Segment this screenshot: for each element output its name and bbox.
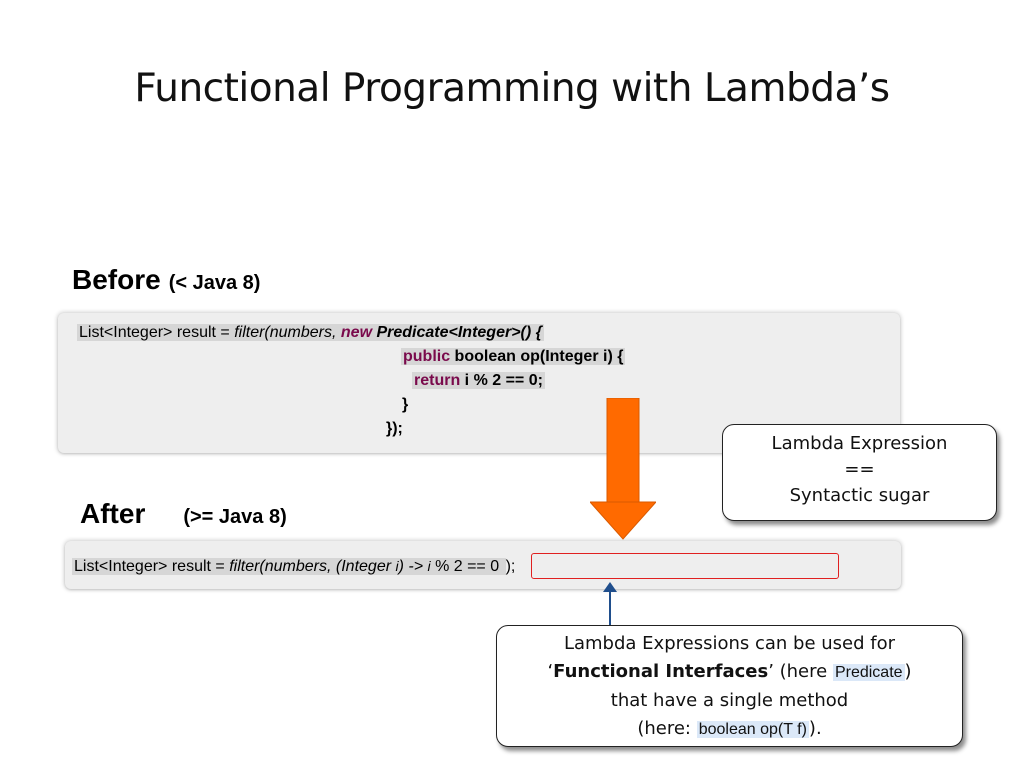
lambda-highlight-box (531, 553, 839, 579)
callout-top-line-1: Lambda Expression (771, 433, 948, 454)
after-code-d: ) -> (398, 558, 428, 575)
callout-bottom-l2e: ) (904, 661, 912, 682)
callout-bottom-line-4: (here: boolean op(T f)). (497, 715, 962, 744)
up-arrow-icon (603, 582, 617, 630)
after-code-f: % 2 == 0 (430, 558, 504, 575)
slide-title: Functional Programming with Lambda’s (134, 66, 890, 111)
callout-top-line-3: Syntactic sugar (789, 485, 930, 506)
callout-bottom-l2d: Predicate (832, 664, 905, 681)
before-code-l1c: Predicate<Integer>() { (372, 324, 542, 341)
callout-bottom-l4b: boolean op(T f) (696, 721, 809, 738)
after-code-a: List<Integer> result = (74, 558, 230, 575)
callout-bottom-line-1: Lambda Expressions can be used for (563, 633, 896, 654)
before-code-l2kw: public (403, 348, 451, 365)
callout-top-line-2: == (844, 459, 875, 480)
after-version: (>= Java 8) (183, 506, 287, 528)
callout-bottom-l2b: Functional Interfaces (553, 661, 769, 682)
before-code-line-3: return i % 2 == 0; (412, 370, 545, 392)
before-version: (< Java 8) (168, 272, 261, 294)
callout-bottom-line-2: ‘Functional Interfaces’ (here Predicate) (497, 658, 962, 687)
after-code-c: i (395, 558, 399, 574)
before-code-l3rest: i % 2 == 0; (460, 372, 543, 389)
before-code-l1kw: new (340, 324, 373, 341)
down-arrow-icon (590, 398, 656, 540)
after-code-line: List<Integer> result = filter(numbers, (… (72, 555, 515, 578)
after-code-g: ); (505, 558, 516, 575)
callout-bottom-l2a: ‘ (547, 661, 554, 682)
callout-bottom-line-3: that have a single method (610, 690, 849, 711)
callout-bottom-l4c: ). (808, 718, 822, 739)
before-heading: Before (< Java 8) (72, 264, 260, 296)
after-label: After (80, 498, 146, 529)
callout-bottom-l2c: ’ (here (768, 661, 833, 682)
before-code-l2rest: boolean op(Integer i) { (450, 348, 624, 365)
before-code-l3kw: return (414, 372, 461, 389)
before-label: Before (72, 264, 161, 295)
before-code-line-1: List<Integer> result = filter(numbers, n… (77, 322, 544, 344)
lambda-syntactic-sugar-callout: Lambda Expression == Syntactic sugar (722, 424, 997, 521)
before-code-line-5: }); (386, 420, 403, 437)
after-code-b: filter(numbers, (Integer (229, 558, 396, 575)
before-code-line-2: public boolean op(Integer i) { (401, 346, 626, 368)
functional-interfaces-callout: Lambda Expressions can be used for ‘Func… (496, 625, 963, 747)
after-code-e: i (427, 558, 431, 574)
before-code-line-4: } (402, 396, 409, 413)
after-heading: After (>= Java 8) (80, 498, 287, 530)
before-code-l1b: filter(numbers, (234, 324, 341, 341)
callout-bottom-l4a: (here: (637, 718, 697, 739)
before-code-l1a: List<Integer> result = (79, 324, 235, 341)
